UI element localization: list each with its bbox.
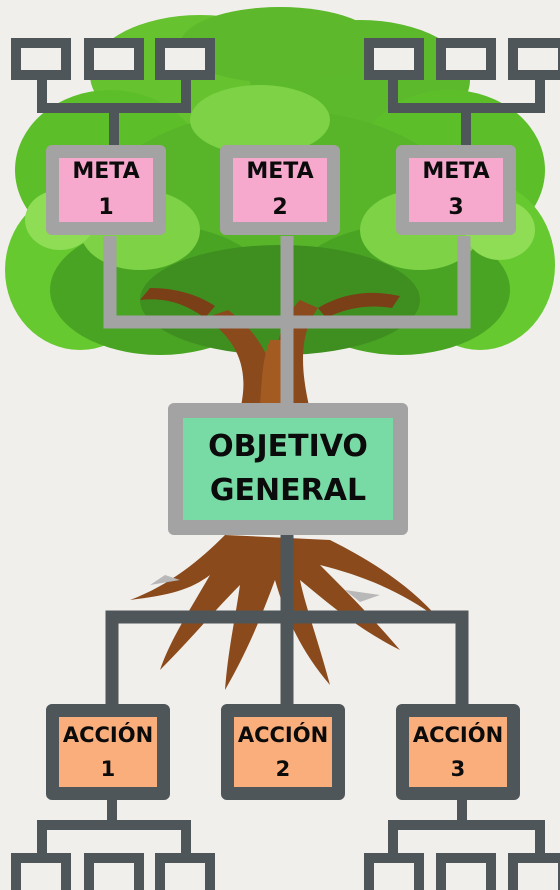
meta-number: 1 <box>98 195 114 220</box>
meta-box-3: META 3 <box>396 145 516 235</box>
top-branch-connectors <box>37 74 545 145</box>
meta-number: 2 <box>272 195 288 220</box>
tree-roots <box>130 535 440 690</box>
meta-box-2: META 2 <box>220 145 340 235</box>
top-leaf-boxes <box>11 38 560 80</box>
leaf-box <box>364 38 424 80</box>
action-number: 1 <box>100 757 116 781</box>
upper-connectors <box>103 236 471 407</box>
leaf-box <box>155 38 215 80</box>
goal-line-1: OBJETIVO <box>208 429 368 464</box>
leaf-box <box>155 853 215 890</box>
action-box-1: ACCIÓN 1 <box>46 704 170 800</box>
action-number: 3 <box>450 757 466 781</box>
action-label: ACCIÓN <box>237 723 329 747</box>
action-number: 2 <box>275 757 291 781</box>
action-box-2: ACCIÓN 2 <box>221 704 345 800</box>
lower-connectors <box>105 535 469 708</box>
leaf-box <box>364 853 424 890</box>
action-box-3: ACCIÓN 3 <box>396 704 520 800</box>
leaf-box <box>436 853 496 890</box>
action-label: ACCIÓN <box>412 723 504 747</box>
bottom-branch-connectors <box>37 800 545 858</box>
goal-box: OBJETIVO GENERAL <box>168 403 408 535</box>
meta-label: META <box>246 159 314 184</box>
leaf-box <box>84 853 144 890</box>
leaf-box <box>436 38 496 80</box>
meta-number: 3 <box>448 195 464 220</box>
goal-line-2: GENERAL <box>209 473 367 508</box>
meta-label: META <box>422 159 490 184</box>
leaf-box <box>11 853 71 890</box>
leaf-box <box>11 38 71 80</box>
leaf-box <box>508 38 560 80</box>
action-label: ACCIÓN <box>62 723 154 747</box>
meta-label: META <box>72 159 140 184</box>
meta-box-1: META 1 <box>46 145 166 235</box>
leaf-box <box>84 38 144 80</box>
leaf-box <box>508 853 560 890</box>
bottom-leaf-boxes <box>11 853 560 890</box>
